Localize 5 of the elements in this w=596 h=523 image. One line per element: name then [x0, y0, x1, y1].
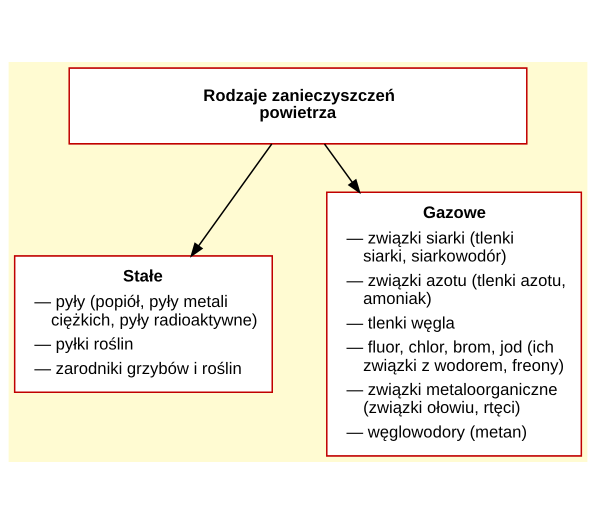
node-box: Gazowe — związki siarki (tlenki siarki, siarkowodór) — związki azotu (tlenki azotu, amoniak) — tlenki węgla — fluor, chlor, brom, jod (ich związki z wodorem, freony) — związki metaloorganiczne (związki ołowiu, rtęci) — węglowodory (metan) — [326, 191, 582, 456]
arrow — [190, 143, 272, 258]
arrow — [324, 143, 361, 194]
node-box: Stałe — pyły (popiół, pyły metali ciężkich, pyły radioaktywne) — pyłki roślin — zarodniki grzybów i roślin — [14, 254, 273, 393]
node-box: Rodzaje zanieczyszczeń powietrza — [68, 66, 528, 144]
